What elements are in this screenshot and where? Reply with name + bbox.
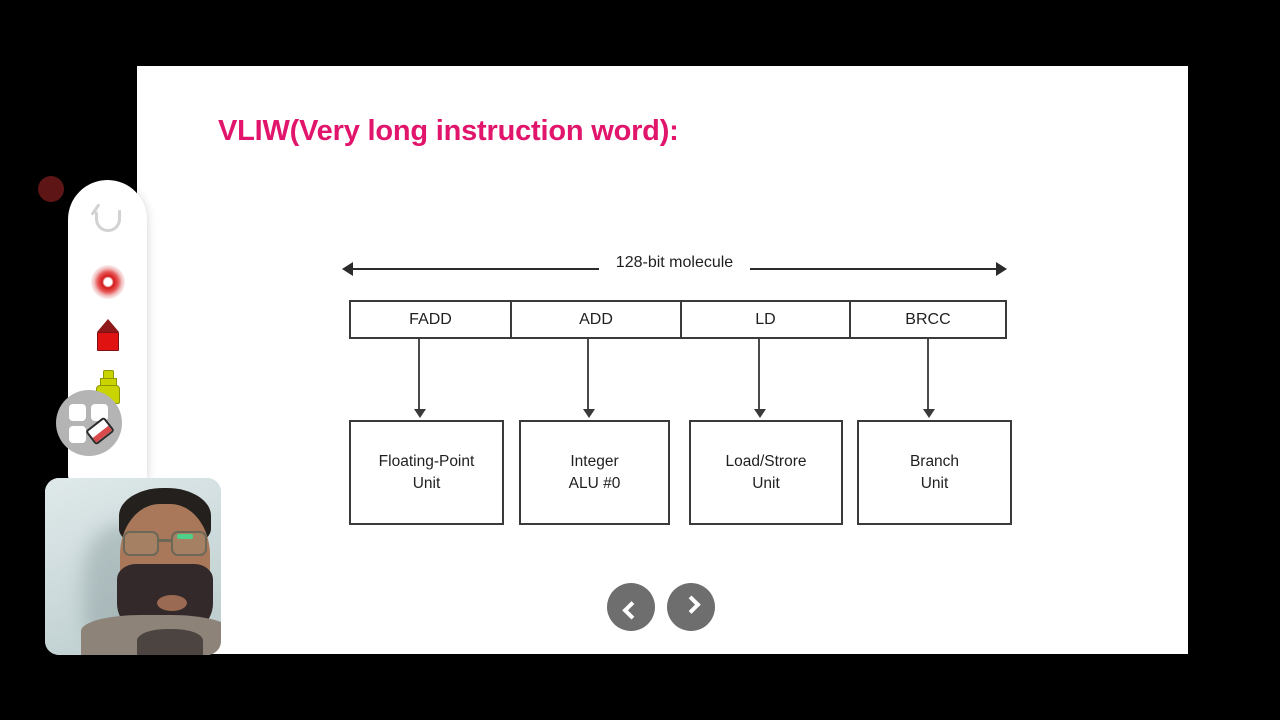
connector-arrow-head-icon: [923, 409, 935, 418]
slide-navigation: [607, 583, 715, 631]
molecule-span-arrow: 128-bit molecule: [342, 252, 1007, 286]
functional-unit-box: Integer ALU #0: [519, 420, 670, 525]
functional-unit-box: Branch Unit: [857, 420, 1012, 525]
pen-icon: [96, 319, 119, 351]
chevron-right-icon: [681, 594, 701, 614]
connector-line: [418, 339, 420, 411]
connector-arrows: [342, 339, 1007, 420]
unit-label-line2: ALU #0: [568, 474, 621, 492]
vliw-diagram: 128-bit molecule FADD ADD LD BRCC: [342, 252, 1012, 597]
unit-label-line1: Integer: [570, 452, 619, 470]
span-line-left: [349, 268, 599, 270]
grid-square-icon: [69, 404, 86, 421]
page-title: VLIW(Very long instruction word):: [218, 115, 679, 147]
instruction-bundle-bar: FADD ADD LD BRCC: [349, 300, 1007, 339]
presenter-glasses: [121, 531, 213, 556]
grid-square-icon: [69, 426, 86, 443]
span-label: 128-bit molecule: [615, 254, 734, 271]
instruction-slot: ADD: [512, 302, 682, 337]
unit-label-line1: Load/Strore: [725, 452, 807, 470]
functional-unit-box: Load/Strore Unit: [689, 420, 843, 525]
undo-button[interactable]: [87, 200, 129, 242]
arrow-right-head-icon: [996, 262, 1007, 276]
chevron-left-icon: [621, 600, 641, 620]
instruction-slot: BRCC: [905, 310, 951, 328]
unit-label-line2: Unit: [920, 474, 949, 492]
pen-button[interactable]: [87, 314, 129, 356]
arrow-left-head-icon: [342, 262, 353, 276]
next-slide-button[interactable]: [667, 583, 715, 631]
laser-pointer-icon: [90, 265, 125, 299]
connector-arrow-head-icon: [754, 409, 766, 418]
tools-grid-button[interactable]: [56, 390, 122, 456]
span-line-right: [750, 268, 1000, 270]
instruction-slot: FADD: [351, 302, 513, 337]
undo-icon: [94, 210, 121, 232]
unit-label-line2: Unit: [752, 474, 780, 492]
presentation-slide: VLIW(Very long instruction word): 128-bi…: [137, 66, 1188, 654]
functional-unit-box: Floating-Point Unit: [349, 420, 504, 525]
connector-line: [758, 339, 760, 411]
unit-label-line1: Floating-Point: [378, 452, 475, 470]
background-red-dot: [38, 176, 64, 202]
unit-label-line1: Branch: [909, 452, 960, 470]
connector-line: [587, 339, 589, 411]
connector-arrow-head-icon: [414, 409, 426, 418]
presenter-mouth: [157, 595, 187, 611]
unit-label-line2: Unit: [412, 474, 441, 492]
presenter-video-tile[interactable]: [45, 478, 221, 655]
connector-line: [927, 339, 929, 411]
instruction-slot: LD: [682, 302, 851, 337]
laser-pointer-button[interactable]: [87, 261, 129, 303]
eraser-icon: [85, 416, 115, 446]
connector-arrow-head-icon: [583, 409, 595, 418]
previous-slide-button[interactable]: [607, 583, 655, 631]
presenter-collar: [137, 629, 203, 655]
functional-units-row: Floating-Point Unit Integer ALU #0 Load/…: [349, 420, 1012, 528]
